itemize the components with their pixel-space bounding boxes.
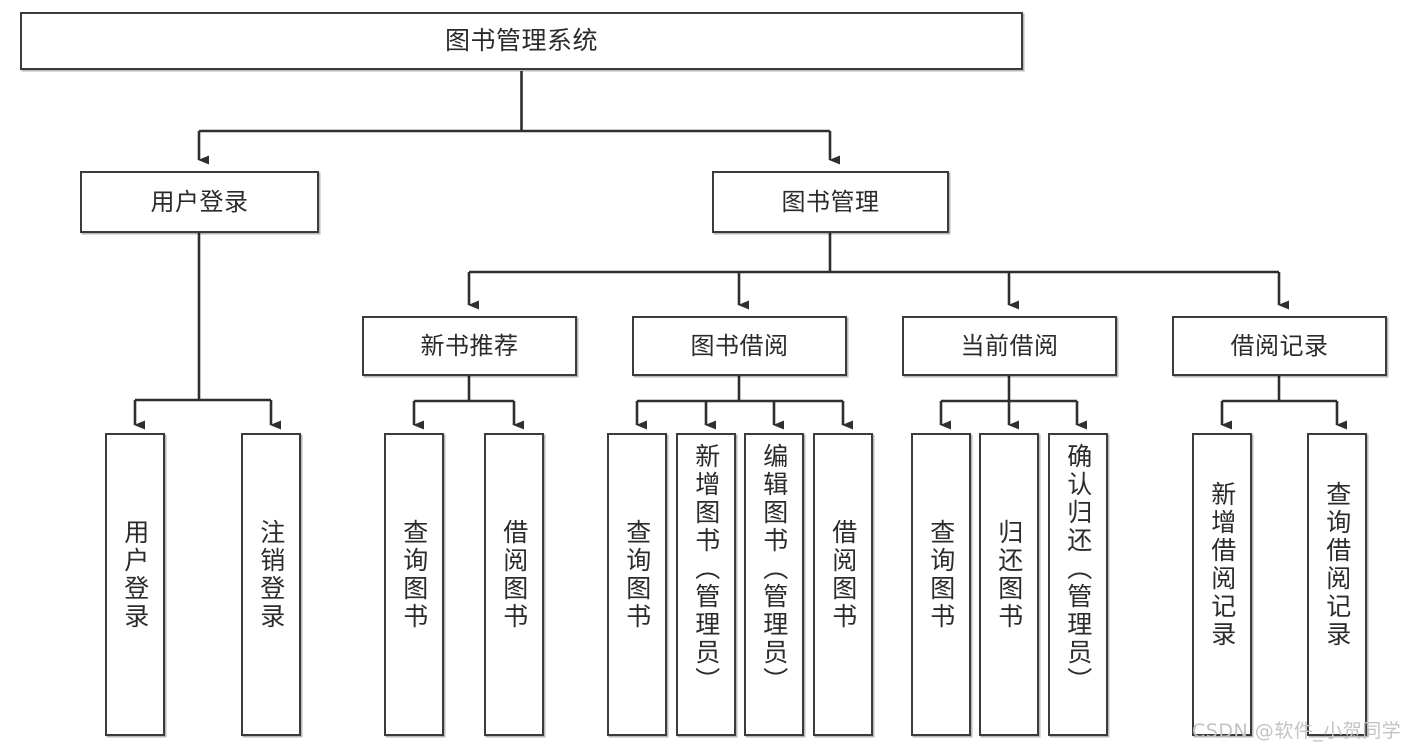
leaf-user-login[interactable]: 用户登录 [105, 433, 165, 736]
leaf-add-book[interactable]: 新增图书（管理员） [676, 433, 736, 736]
node-label: 确认归还（管理员） [1063, 443, 1093, 695]
node-borrow-record[interactable]: 借阅记录 [1172, 316, 1387, 376]
leaf-add-borrow-record[interactable]: 新增借阅记录 [1192, 433, 1252, 736]
node-book-manage[interactable]: 图书管理 [712, 171, 949, 233]
node-label: 新增图书（管理员） [691, 443, 721, 695]
node-user-login[interactable]: 用户登录 [80, 171, 319, 233]
leaf-borrow-book[interactable]: 借阅图书 [813, 433, 873, 736]
node-label: 当前借阅 [960, 331, 1059, 360]
node-label: 用户登录 [120, 519, 150, 631]
node-label: 注销登录 [256, 519, 286, 631]
leaf-edit-book[interactable]: 编辑图书（管理员） [744, 433, 804, 736]
csdn-watermark: CSDN @软件_小贺同学 [1192, 720, 1402, 742]
leaf-return-book[interactable]: 归还图书 [979, 433, 1039, 736]
node-label: 新增借阅记录 [1207, 481, 1237, 649]
node-label: 查询借阅记录 [1322, 481, 1352, 649]
node-book-borrow[interactable]: 图书借阅 [632, 316, 847, 376]
leaf-query-book-current[interactable]: 查询图书 [911, 433, 971, 736]
node-label: 图书借阅 [690, 331, 789, 360]
node-label: 查询图书 [622, 519, 652, 631]
node-label: 用户登录 [150, 187, 249, 216]
node-label: 编辑图书（管理员） [759, 443, 789, 695]
node-label: 借阅图书 [828, 519, 858, 631]
node-label: 新书推荐 [420, 331, 519, 360]
node-label: 借阅记录 [1230, 331, 1329, 360]
node-label: 查询图书 [926, 519, 956, 631]
leaf-confirm-return[interactable]: 确认归还（管理员） [1048, 433, 1108, 736]
leaf-logout-login[interactable]: 注销登录 [241, 433, 301, 736]
leaf-borrow-book-recommend[interactable]: 借阅图书 [484, 433, 544, 736]
node-label: 图书管理系统 [444, 26, 598, 56]
node-new-book-recommend[interactable]: 新书推荐 [362, 316, 577, 376]
node-label: 借阅图书 [499, 519, 529, 631]
node-label: 查询图书 [399, 519, 429, 631]
leaf-query-book-borrow[interactable]: 查询图书 [607, 433, 667, 736]
node-current-borrow[interactable]: 当前借阅 [902, 316, 1117, 376]
node-label: 归还图书 [994, 519, 1024, 631]
leaf-query-book-recommend[interactable]: 查询图书 [384, 433, 444, 736]
leaf-query-borrow-record[interactable]: 查询借阅记录 [1307, 433, 1367, 736]
node-root-system[interactable]: 图书管理系统 [20, 12, 1023, 70]
node-label: 图书管理 [781, 187, 880, 216]
